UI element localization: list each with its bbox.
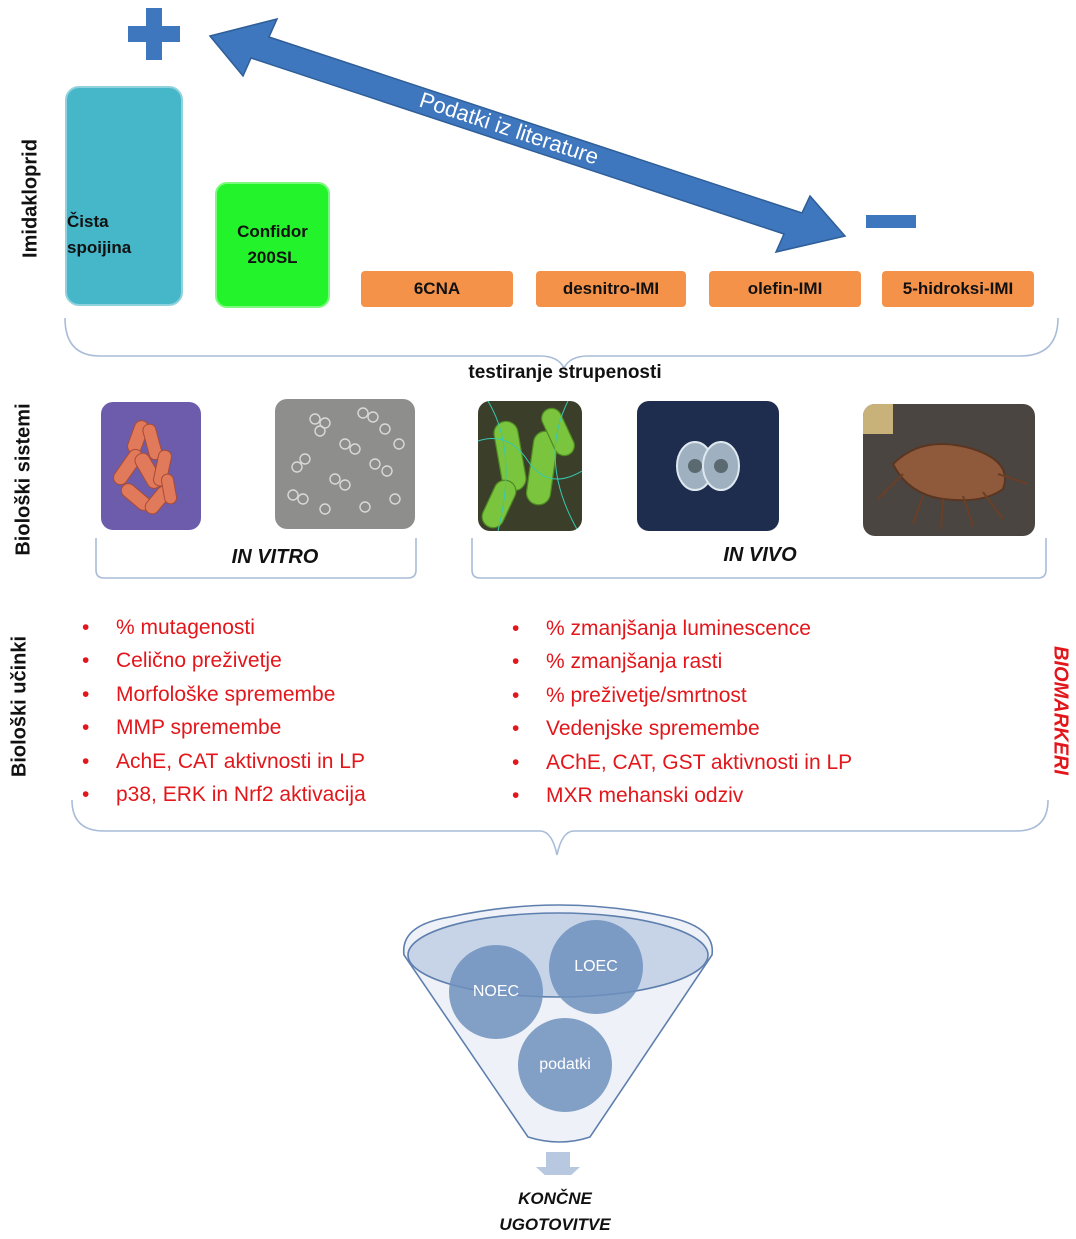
- effects-row-label: Biološki učinki: [8, 635, 31, 778]
- in-vitro-effects-list: % mutagenosti Celično preživetje Morfolo…: [82, 611, 366, 812]
- systems-brackets: [95, 538, 1047, 579]
- final-line1: KONČNE: [518, 1189, 592, 1208]
- list-item: Celično preživetje: [82, 644, 366, 678]
- loec-circle: LOEC: [549, 920, 643, 1014]
- imidakloprid-row-label: Imidakloprid: [19, 139, 42, 258]
- list-item: % mutagenosti: [82, 611, 366, 645]
- list-item: % preživetje/smrtnost: [512, 679, 852, 713]
- metabolite-5-hidroksi-imi: 5-hidroksi-IMI: [882, 271, 1034, 307]
- compounds-brace: [64, 317, 1059, 370]
- metabolite-desnitro-imi: desnitro-IMI: [536, 271, 686, 307]
- metabolite-6cna: 6CNA: [361, 271, 513, 307]
- amphipod-image: [863, 404, 1035, 536]
- in-vivo-label: IN VIVO: [723, 544, 797, 566]
- toxicity-testing-caption: testiranje strupenosti: [468, 362, 662, 383]
- in-vitro-bracket: [95, 538, 417, 579]
- plus-icon: [128, 8, 180, 60]
- pure-compound-box: Čista spoijina: [65, 86, 183, 306]
- list-item: MXR mehanski odziv: [512, 779, 852, 813]
- pure-compound-line2: spoijina: [67, 238, 132, 257]
- noec-circle: NOEC: [449, 945, 543, 1039]
- list-item: Morfološke spremembe: [82, 678, 366, 712]
- list-item: Vedenjske spremembe: [512, 712, 852, 746]
- effects-brace: [71, 799, 1049, 856]
- confidor-line1: Confidor: [237, 222, 308, 241]
- minus-icon: [866, 215, 916, 228]
- arrow-label: Podatki iz literature: [416, 87, 601, 169]
- list-item: % zmanjšanja luminescence: [512, 612, 852, 646]
- in-vivo-effects-list: % zmanjšanja luminescence % zmanjšanja r…: [512, 612, 852, 813]
- double-arrow: [208, 17, 847, 254]
- in-vivo-bracket: [471, 538, 1047, 579]
- in-vitro-label: IN VITRO: [231, 546, 319, 568]
- confidor-line2: 200SL: [247, 248, 298, 267]
- list-item: MMP spremembe: [82, 711, 366, 745]
- final-conclusions: KONČNE UGOTOVITVE: [455, 1186, 655, 1238]
- metabolite-olefin-imi: olefin-IMI: [709, 271, 861, 307]
- confidor-box: Confidor 200SL: [215, 182, 330, 308]
- green-bacteria-image: [478, 401, 582, 531]
- podatki-circle: podatki: [518, 1018, 612, 1112]
- list-item: p38, ERK in Nrf2 aktivacija: [82, 778, 366, 812]
- pure-compound-line1: Čista: [67, 212, 109, 231]
- final-line2: UGOTOVITVE: [499, 1215, 611, 1234]
- list-item: AChE, CAT, GST aktivnosti in LP: [512, 746, 852, 780]
- cell-culture-image: [275, 399, 415, 529]
- list-item: AchE, CAT aktivnosti in LP: [82, 745, 366, 779]
- top-graphics: Podatki iz literature: [64, 8, 1059, 370]
- biomarkeri-label: BIOMARKERI: [1049, 646, 1072, 775]
- algae-cell-image: [637, 401, 779, 531]
- bacteria-rods-image: [101, 402, 201, 530]
- down-arrow-icon: [536, 1152, 580, 1175]
- list-item: % zmanjšanja rasti: [512, 645, 852, 679]
